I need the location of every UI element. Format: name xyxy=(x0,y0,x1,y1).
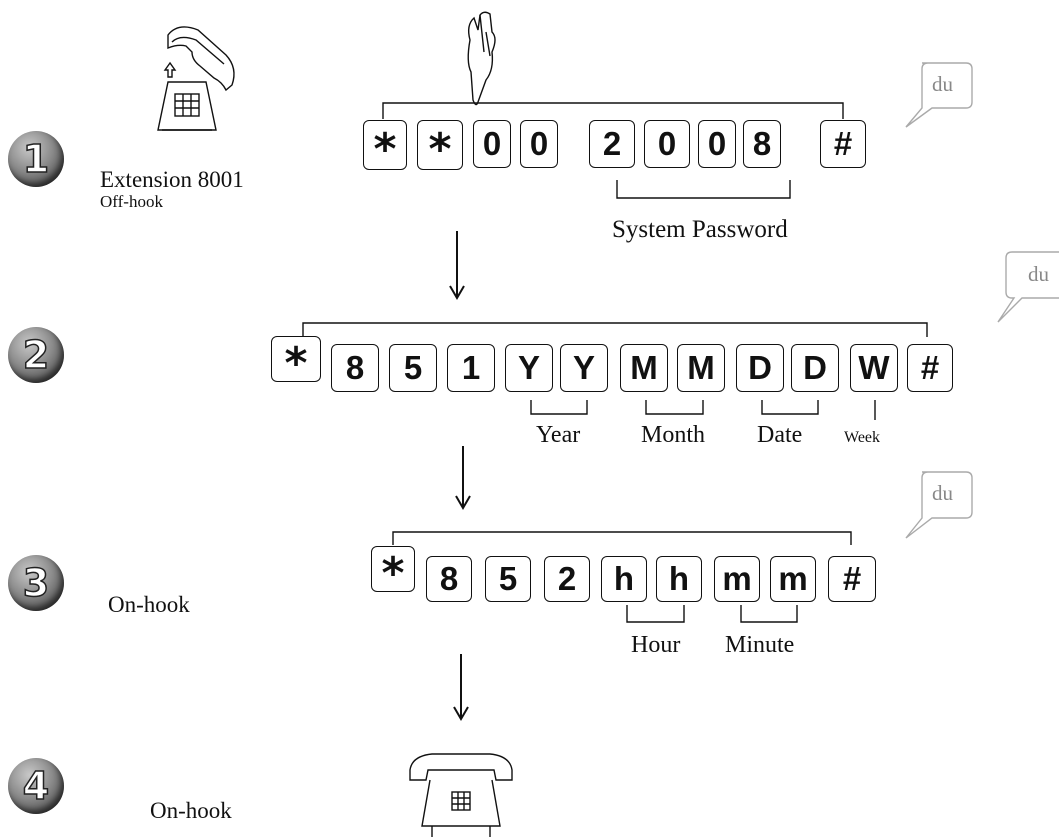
speech-bubble-icon xyxy=(905,62,973,128)
key-hash: # xyxy=(828,556,876,602)
step-4-label: On-hook xyxy=(150,798,232,823)
minute-label: Minute xyxy=(725,632,795,658)
speech-bubble-icon xyxy=(905,471,973,539)
key-digit: 0 xyxy=(698,120,736,168)
bubble-3-text: du xyxy=(932,481,953,505)
key-hour: h xyxy=(656,556,702,602)
bubble-2-text: du xyxy=(1028,262,1049,286)
key-hour: h xyxy=(601,556,647,602)
date-label: Date xyxy=(757,422,803,448)
step-4-badge: 4 xyxy=(8,758,64,814)
phone-offhook-icon xyxy=(157,26,235,131)
down-arrow-icon xyxy=(449,231,465,300)
system-password-label: System Password xyxy=(612,216,788,243)
key-digit: 8 xyxy=(331,344,379,392)
week-label: Week xyxy=(844,429,881,446)
speech-bubble-icon xyxy=(997,251,1059,323)
key-digit: 8 xyxy=(743,120,781,168)
key-digit: 0 xyxy=(520,120,558,168)
key-date: D xyxy=(736,344,784,392)
key-digit: 5 xyxy=(485,556,531,602)
key-hash: # xyxy=(820,120,866,168)
key-star: * xyxy=(417,120,463,175)
bubble-1-text: du xyxy=(932,72,953,96)
key-hash: # xyxy=(907,344,953,392)
key-digit: 8 xyxy=(426,556,472,602)
key-digit: 1 xyxy=(447,344,495,392)
key-year: Y xyxy=(560,344,608,392)
key-minute: m xyxy=(714,556,760,602)
hour-label: Hour xyxy=(631,632,681,658)
year-label: Year xyxy=(536,422,581,448)
month-label: Month xyxy=(641,422,706,448)
key-week: W xyxy=(850,344,898,392)
key-digit: 2 xyxy=(544,556,590,602)
key-month: M xyxy=(620,344,668,392)
step-1-sublabel: Off-hook xyxy=(100,192,163,211)
step-3-badge: 3 xyxy=(8,555,64,611)
step-1-label: Extension 8001 xyxy=(100,167,244,192)
key-star: * xyxy=(371,546,415,599)
down-arrow-icon xyxy=(453,654,469,721)
phone-onhook-icon xyxy=(409,753,513,837)
key-digit: 2 xyxy=(589,120,635,168)
key-minute: m xyxy=(770,556,816,602)
key-star: * xyxy=(271,336,321,389)
step-2-badge: 2 xyxy=(8,327,64,383)
key-digit: 5 xyxy=(389,344,437,392)
step-1-badge: 1 xyxy=(8,131,64,187)
key-digit: 0 xyxy=(473,120,511,168)
down-arrow-icon xyxy=(455,446,471,510)
key-digit: 0 xyxy=(644,120,690,168)
key-date: D xyxy=(791,344,839,392)
step-3-label: On-hook xyxy=(108,592,190,617)
key-star: * xyxy=(363,120,407,175)
key-year: Y xyxy=(505,344,553,392)
key-month: M xyxy=(677,344,725,392)
finger-press-icon xyxy=(467,11,496,106)
